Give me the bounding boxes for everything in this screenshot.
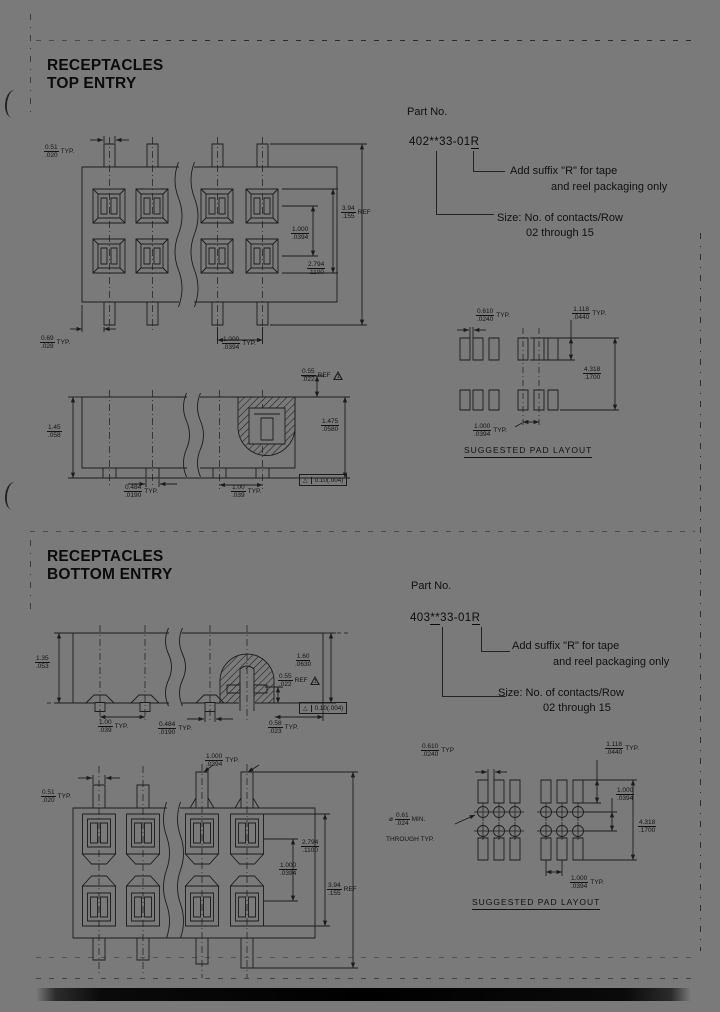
top-border-dashes — [140, 40, 692, 41]
bottom-dashes-1 — [36, 957, 691, 958]
part-number-bottom: 403**33-01R — [410, 612, 481, 625]
part-no-label-bottom: Part No. — [411, 580, 452, 592]
callout-line — [436, 214, 494, 216]
dim-height-top: 1.45.058 — [47, 424, 62, 439]
note-size-1-bottom: Size: No. of contacts/Row — [498, 687, 624, 699]
left-border-dashes-2 — [30, 540, 31, 616]
dim-pad-row-span-top: 4.318.1700 — [583, 366, 602, 381]
scan-mark-bottom — [3, 481, 24, 511]
callout-line — [473, 171, 505, 173]
dim-pad-row-gap-bottom: 1.000.0394 — [616, 787, 635, 802]
note-size-1-top: Size: No. of contacts/Row — [497, 212, 623, 224]
dim-row-pitch-front: 1.000.0394 — [279, 862, 298, 877]
dim-contact-span-top: 2.794.1100 — [307, 261, 326, 276]
left-border-dashes-1 — [30, 14, 31, 118]
callout-line — [473, 151, 475, 171]
pad-layout-drawing-bottom — [385, 740, 705, 900]
note-tape-suffix-2-top: and reel packaging only — [551, 181, 668, 193]
dim-contact-span-front: 2.794.1100 — [301, 839, 320, 854]
callout-line — [442, 696, 506, 698]
callout-line — [481, 627, 483, 651]
note-size-2-bottom: 02 through 15 — [543, 702, 611, 714]
part-no-label-top: Part No. — [407, 106, 448, 118]
flatness-callout-top: △0.10(.004) — [299, 474, 348, 486]
side-view-drawing-bottom — [35, 625, 380, 740]
dim-row-pitch-top: 1.000.0394 — [291, 226, 310, 241]
section-subtitle-bottom-entry: BOTTOM ENTRY — [47, 566, 173, 583]
note-flag-icon: 1 — [332, 370, 344, 381]
side-view-drawing-top — [40, 368, 375, 493]
dim-hole-note-bottom: THROUGH TYP. — [386, 836, 435, 843]
scan-mark-top — [3, 89, 24, 119]
callout-line — [442, 627, 444, 696]
pad-layout-caption-top: SUGGESTED PAD LAYOUT — [464, 445, 593, 458]
section-separator-dashes — [30, 531, 695, 532]
note-tape-suffix-1-top: Add suffix "R" for tape — [510, 165, 618, 177]
front-view-drawing-bottom — [35, 752, 380, 987]
pad-layout-caption-bottom: SUGGESTED PAD LAYOUT — [472, 897, 601, 910]
flatness-callout-bottom: △0.10(.004) — [299, 702, 348, 714]
callout-line — [481, 651, 510, 653]
dim-depth-top: 1.475.0580 — [321, 418, 340, 433]
note-size-2-top: 02 through 15 — [526, 227, 594, 239]
part-number-top: 402**33-01R — [409, 136, 480, 149]
bottom-scan-bar — [36, 988, 691, 1001]
dim-depth-bottom: 1.60.0630 — [295, 653, 312, 668]
top-view-drawing — [40, 132, 380, 347]
dim-pad-row-span-bottom: 4.318.1700 — [638, 819, 657, 834]
callout-line — [436, 151, 438, 214]
section-title-receptacles-bottom: RECEPTACLES — [47, 548, 164, 565]
dim-height-bottom: 1.35.053 — [35, 655, 50, 670]
pad-layout-drawing-top — [445, 298, 705, 443]
note-tape-suffix-1-bottom: Add suffix "R" for tape — [512, 640, 620, 652]
top-border-dashes-left — [36, 40, 131, 41]
right-border-dashes — [700, 233, 701, 951]
note-tape-suffix-2-bottom: and reel packaging only — [553, 656, 670, 668]
bottom-dashes-2 — [36, 978, 691, 979]
section-subtitle-top-entry: TOP ENTRY — [47, 75, 137, 92]
note-flag-icon: 1 — [309, 675, 321, 686]
section-title-receptacles-top: RECEPTACLES — [47, 57, 164, 74]
